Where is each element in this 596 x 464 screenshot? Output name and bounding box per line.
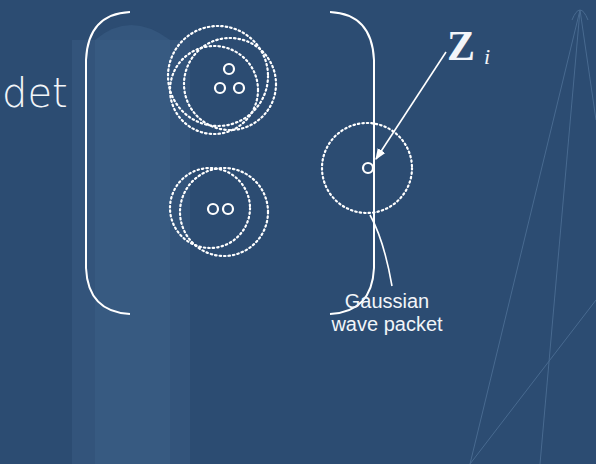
callout-label: Gaussian wave packet	[322, 290, 452, 336]
right-bracket	[330, 12, 374, 314]
background-band	[95, 25, 170, 464]
symbol-label: Z	[447, 22, 475, 70]
leader-line	[370, 215, 392, 286]
left-bracket	[86, 12, 130, 314]
label-holder: det	[2, 70, 68, 116]
pointer-arrow	[376, 52, 446, 159]
label-holder: Gaussian wave packet	[322, 290, 452, 336]
determinant-label: det	[2, 70, 68, 116]
label-holder: Z	[447, 22, 475, 70]
particles	[208, 64, 373, 214]
wave-packets	[168, 26, 412, 256]
subscript-label: i	[484, 44, 490, 69]
background-lines	[470, 10, 596, 464]
label-holder: i	[484, 44, 490, 69]
